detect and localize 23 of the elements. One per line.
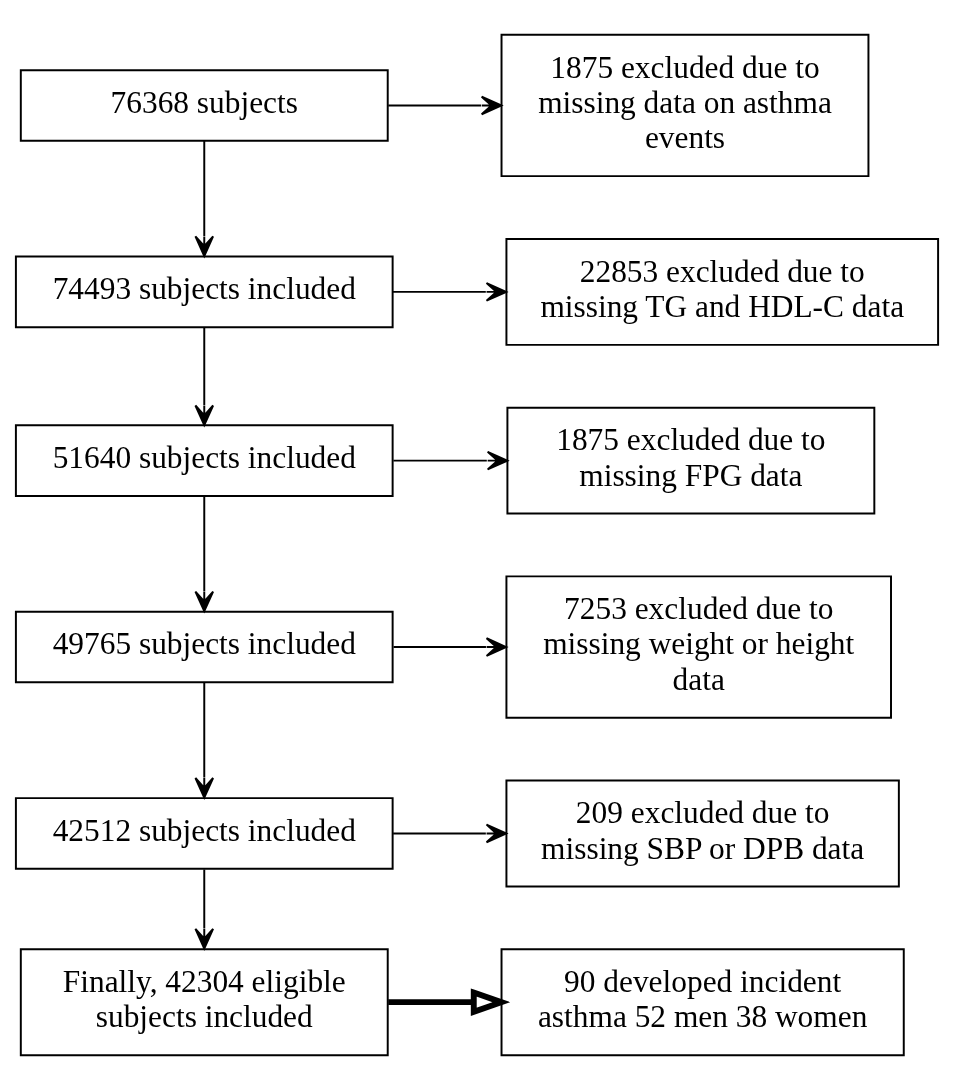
node-box: 76368 subjects xyxy=(19,68,389,142)
node-box: 1875 excluded due to missing FPG data xyxy=(506,406,876,515)
arrow xyxy=(194,681,215,799)
arrow xyxy=(194,326,215,426)
arrow xyxy=(194,494,215,612)
node-box: 51640 subjects included xyxy=(14,423,394,497)
node-box: 7253 excluded due to missing weight or height data xyxy=(505,574,892,719)
node-box: 209 excluded due to missing SBP or DPB data xyxy=(505,778,900,887)
arrow xyxy=(388,987,511,1016)
arrow xyxy=(391,281,508,302)
node-box: 42512 subjects included xyxy=(14,796,394,870)
arrow xyxy=(392,450,509,470)
node-box: 49765 subjects included xyxy=(14,610,394,683)
arrow xyxy=(392,636,508,657)
arrow xyxy=(194,139,215,257)
node-box: 90 developed incident asthma 52 men 38 women xyxy=(500,947,905,1056)
node-box: 74493 subjects included xyxy=(14,255,394,328)
arrow xyxy=(387,95,503,115)
node-box: 22853 excluded due to missing TG and HDL-C data xyxy=(505,237,940,346)
arrow xyxy=(392,823,508,843)
node-box: Finally, 42304 eligible subjects included xyxy=(19,947,389,1056)
arrow xyxy=(194,868,215,950)
node-box: 1875 excluded due to missing data on asthma events xyxy=(500,33,870,177)
